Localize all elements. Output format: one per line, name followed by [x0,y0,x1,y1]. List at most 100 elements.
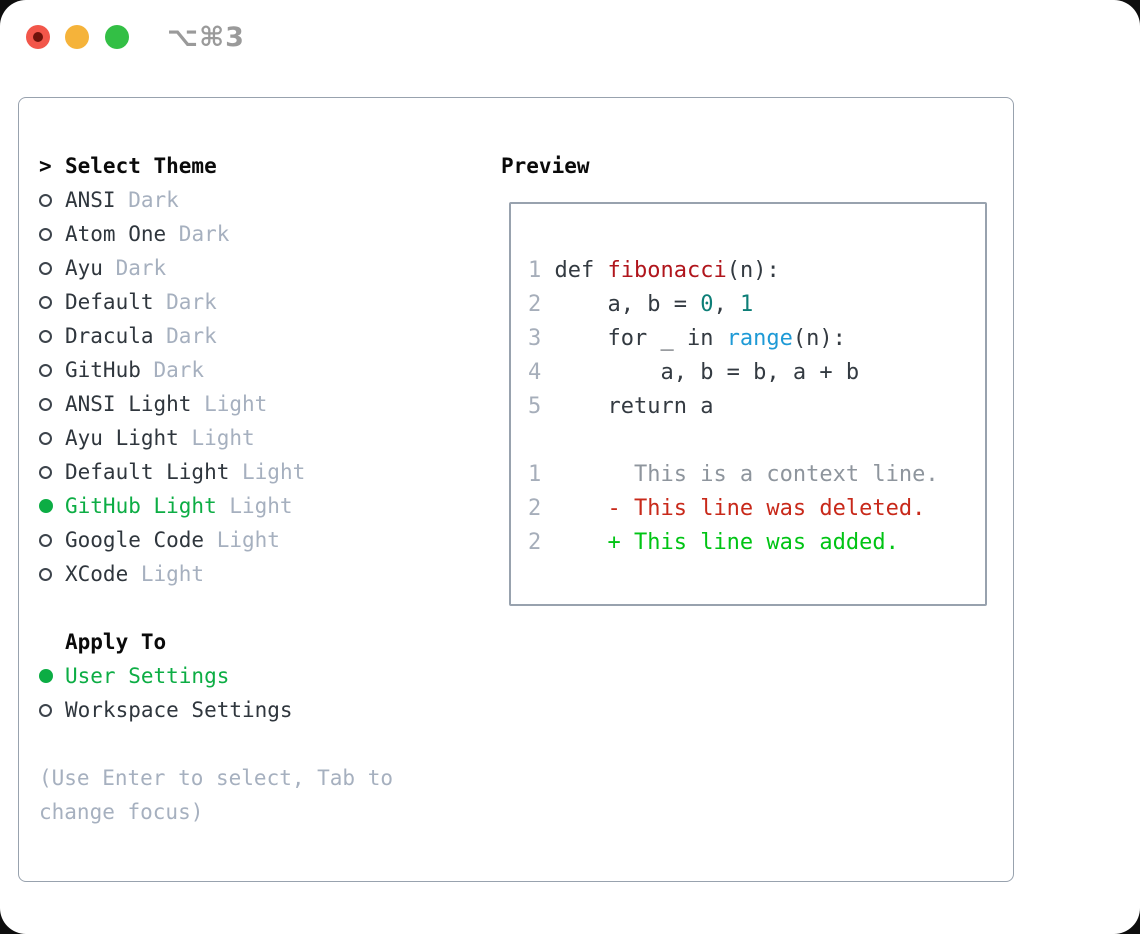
option-variant-tag: Light [178,426,255,450]
theme-option-xcode[interactable]: XCode Light [39,557,393,591]
radio-unselected-icon [39,295,52,309]
code-line: 4 a, b = b, a + b [528,356,985,390]
option-label: XCode [65,562,129,586]
radio-unselected-icon [39,465,52,479]
close-button-dot-icon [33,32,43,42]
code-token-builtin: range [726,326,793,351]
option-variant-tag: Dark [115,188,179,212]
radio-unselected-icon [39,567,52,581]
code-token-plain: for _ in [554,326,727,351]
option-variant-tag: Dark [153,290,217,314]
spacer [39,591,393,625]
line-number: 2 [528,530,555,555]
line-number [528,428,541,453]
code-token-keyword: def [554,258,608,283]
theme-option-default[interactable]: Default Dark [39,285,393,319]
code-token-deleted: - This line was deleted. [554,496,926,521]
option-label: Default [65,290,154,314]
code-line: 2 - This line was deleted. [528,492,985,526]
option-variant-tag: Dark [153,324,217,348]
code-token-number: 0 [700,292,714,317]
theme-option-ansi-light[interactable]: ANSI Light Light [39,387,393,421]
help-text: (Use Enter to select, Tab to change focu… [39,761,393,829]
code-line [528,424,985,458]
option-label: Ayu [65,256,103,280]
radio-unselected-icon [39,363,52,377]
option-label: Google Code [65,528,205,552]
code-token-number: 1 [739,292,754,317]
option-variant-tag: Light [229,460,306,484]
theme-option-github-light[interactable]: GitHub Light Light [39,489,393,523]
line-number: 2 [528,292,555,317]
option-variant-tag: Dark [166,222,230,246]
line-number: 3 [528,326,555,351]
option-label: Atom One [65,222,167,246]
radio-selected-icon [39,669,53,683]
theme-option-ayu-light[interactable]: Ayu Light Light [39,421,393,455]
theme-option-atom-one[interactable]: Atom One Dark [39,217,393,251]
option-label: GitHub Light [65,494,217,518]
close-button[interactable] [26,25,50,49]
theme-option-dracula[interactable]: Dracula Dark [39,319,393,353]
minimize-button[interactable] [65,25,89,49]
theme-option-ayu[interactable]: Ayu Dark [39,251,393,285]
zoom-button[interactable] [105,25,129,49]
option-variant-tag: Light [191,392,268,416]
option-variant-tag: Light [128,562,205,586]
code-line: 2 + This line was added. [528,526,985,560]
option-label: GitHub [65,358,141,382]
line-number: 5 [528,394,555,419]
option-variant-tag: Light [216,494,293,518]
code-line: 2 a, b = 0, 1 [528,288,985,322]
option-label: ANSI [65,188,116,212]
code-token-plain: (n): [792,326,846,351]
radio-unselected-icon [39,703,52,717]
code-token-plain: , [713,292,740,317]
cursor-marker-icon: > [39,154,52,178]
apply-option-user-settings[interactable]: User Settings [39,659,393,693]
radio-selected-icon [39,499,53,513]
option-label: Workspace Settings [65,698,293,722]
line-number: 2 [528,496,555,521]
option-label: Default Light [65,460,230,484]
apply-to-header-label: Apply To [65,630,167,654]
radio-unselected-icon [39,193,52,207]
code-token-function: fibonacci [607,258,727,283]
code-token-plain: a, b = b, a + b [554,360,860,385]
option-variant-tag: Dark [140,358,205,382]
radio-unselected-icon [39,397,52,411]
code-token-plain: (n): [726,258,780,283]
code-line: 1 def fibonacci(n): [528,254,985,288]
code-line: 3 for _ in range(n): [528,322,985,356]
titlebar: ⌥⌘3 [0,0,1140,75]
line-number: 1 [528,258,555,283]
code-line: 1 This is a context line. [528,458,985,492]
help-text-line2: change focus) [39,800,204,824]
preview-title: Preview [501,154,590,178]
option-variant-tag: Light [204,528,280,552]
apply-to-header: Apply To [39,625,393,659]
code-line: 5 return a [528,390,985,424]
apply-option-workspace-settings[interactable]: Workspace Settings [39,693,393,727]
select-theme-header: > Select Theme [39,149,393,183]
theme-option-github[interactable]: GitHub Dark [39,353,393,387]
select-theme-header-label: Select Theme [65,154,217,178]
theme-option-ansi[interactable]: ANSI Dark [39,183,393,217]
option-label: ANSI Light [65,392,192,416]
option-variant-tag: Dark [102,256,167,280]
radio-unselected-icon [39,329,52,343]
code-token-added: + This line was added. [554,530,899,555]
radio-unselected-icon [39,261,52,275]
help-text-line1: (Use Enter to select, Tab to [39,766,394,790]
theme-option-google-code[interactable]: Google Code Light [39,523,393,557]
code-token-plain: return a [554,394,714,419]
option-label: User Settings [65,664,230,688]
radio-unselected-icon [39,431,52,445]
window-title: ⌥⌘3 [167,22,245,53]
theme-option-default-light[interactable]: Default Light Light [39,455,393,489]
option-label: Dracula [65,324,154,348]
